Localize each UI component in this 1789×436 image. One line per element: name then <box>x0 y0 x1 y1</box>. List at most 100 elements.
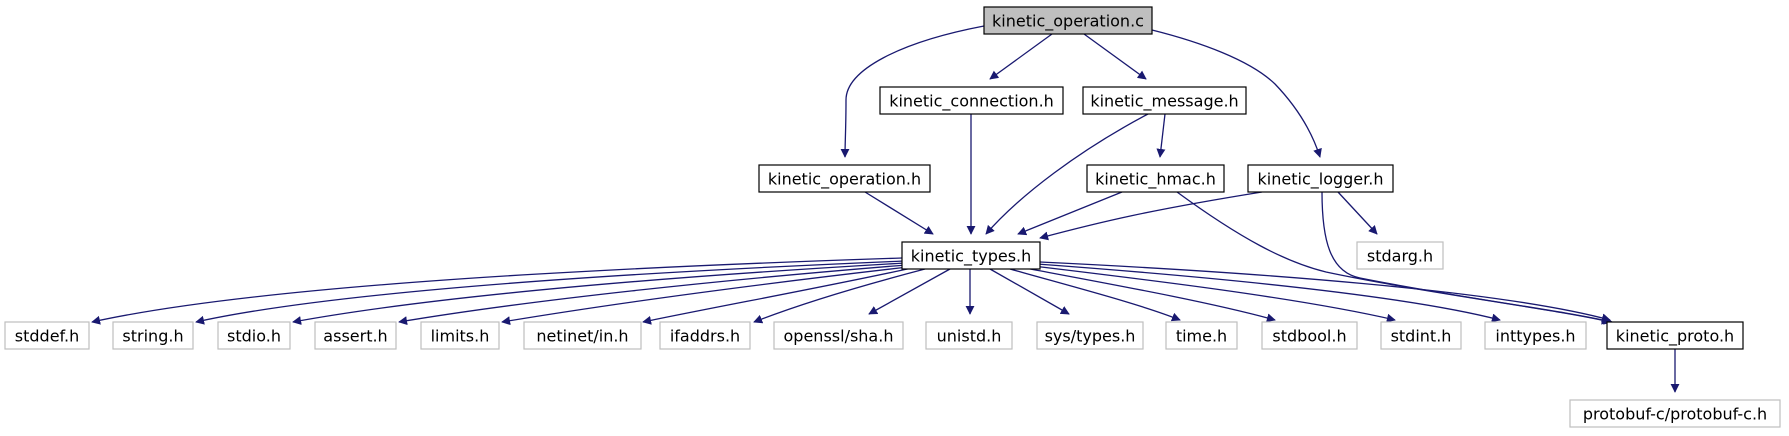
node-label: kinetic_logger.h <box>1258 170 1384 190</box>
node-label: stdbool.h <box>1272 327 1346 346</box>
node-box[interactable] <box>773 321 904 350</box>
node-label: kinetic_types.h <box>911 247 1032 267</box>
edge-kinetic-types-h-to-stdio-h <box>292 262 906 325</box>
edge-kinetic-types-h-to-inttypes-h <box>1036 263 1501 323</box>
edges-layer <box>91 25 1680 393</box>
node-box[interactable] <box>1036 321 1144 350</box>
node-box[interactable] <box>901 241 1041 270</box>
node-sys-types-h[interactable]: sys/types.h <box>1036 321 1144 350</box>
node-box[interactable] <box>1247 164 1394 193</box>
node-label: kinetic_operation.h <box>768 170 921 190</box>
node-box[interactable] <box>1261 321 1358 350</box>
node-box[interactable] <box>112 321 194 350</box>
edge-kinetic-types-h-to-limits-h <box>501 266 909 326</box>
node-label: netinet/in.h <box>536 327 628 346</box>
edge-kinetic-operation-c-to-kinetic-message-h <box>1083 33 1147 80</box>
node-kinetic-proto-h[interactable]: kinetic_proto.h <box>1606 321 1744 350</box>
node-box[interactable] <box>1569 399 1781 428</box>
node-box[interactable] <box>1356 241 1444 270</box>
node-box[interactable] <box>420 321 500 350</box>
edge-kinetic-types-h-to-netinet-in-h <box>642 267 913 325</box>
node-label: kinetic_hmac.h <box>1095 170 1216 190</box>
node-kinetic-logger-h[interactable]: kinetic_logger.h <box>1247 164 1394 193</box>
node-stdio-h[interactable]: stdio.h <box>217 321 291 350</box>
node-box[interactable] <box>314 321 397 350</box>
node-label: kinetic_message.h <box>1090 92 1238 112</box>
edge-kinetic-types-h-to-openssl-sha-h <box>868 268 951 315</box>
node-box[interactable] <box>1082 86 1247 115</box>
edge-kinetic-types-h-to-string-h <box>195 260 905 325</box>
node-box[interactable] <box>983 6 1153 35</box>
node-unistd-h[interactable]: unistd.h <box>925 321 1013 350</box>
node-box[interactable] <box>217 321 291 350</box>
edge-kinetic-operation-c-to-kinetic-logger-h <box>1151 29 1322 158</box>
node-label: sys/types.h <box>1045 327 1136 346</box>
node-box[interactable] <box>1606 321 1744 350</box>
node-label: kinetic_operation.c <box>992 12 1144 32</box>
node-time-h[interactable]: time.h <box>1165 321 1238 350</box>
node-stdarg-h[interactable]: stdarg.h <box>1356 241 1444 270</box>
node-box[interactable] <box>1380 321 1462 350</box>
node-kinetic-types-h[interactable]: kinetic_types.h <box>901 241 1041 270</box>
node-box[interactable] <box>1165 321 1238 350</box>
node-box[interactable] <box>659 321 751 350</box>
edge-kinetic-types-h-to-time-h <box>1009 268 1181 322</box>
node-label: stdio.h <box>227 327 281 346</box>
edge-kinetic-types-h-to-stdbool-h <box>1024 267 1276 323</box>
node-label: limits.h <box>431 327 490 346</box>
node-label: assert.h <box>323 327 387 346</box>
node-stdint-h[interactable]: stdint.h <box>1380 321 1462 350</box>
edge-kinetic-types-h-to-assert-h <box>398 264 907 326</box>
node-label: stdint.h <box>1391 327 1452 346</box>
node-box[interactable] <box>925 321 1013 350</box>
edge-kinetic-operation-h-to-kinetic-types-h <box>864 191 934 235</box>
node-box[interactable] <box>1484 321 1587 350</box>
node-box[interactable] <box>879 86 1064 115</box>
node-label: ifaddrs.h <box>670 327 740 346</box>
edge-kinetic-message-h-to-kinetic-hmac-h <box>1156 113 1166 158</box>
node-kinetic-message-h[interactable]: kinetic_message.h <box>1082 86 1247 115</box>
node-label: stddef.h <box>15 327 79 346</box>
node-label: protobuf-c/protobuf-c.h <box>1583 405 1767 424</box>
node-box[interactable] <box>523 321 642 350</box>
node-label: kinetic_connection.h <box>889 92 1054 112</box>
edge-kinetic-message-h-to-kinetic-types-h <box>985 113 1149 235</box>
node-limits-h[interactable]: limits.h <box>420 321 500 350</box>
node-box[interactable] <box>4 321 90 350</box>
node-inttypes-h[interactable]: inttypes.h <box>1484 321 1587 350</box>
node-label: inttypes.h <box>1495 327 1575 346</box>
edge-kinetic-logger-h-to-kinetic-proto-h <box>1321 191 1613 325</box>
node-stdbool-h[interactable]: stdbool.h <box>1261 321 1358 350</box>
node-label: unistd.h <box>937 327 1002 346</box>
node-ifaddrs-h[interactable]: ifaddrs.h <box>659 321 751 350</box>
node-string-h[interactable]: string.h <box>112 321 194 350</box>
node-openssl-sha-h[interactable]: openssl/sha.h <box>773 321 904 350</box>
edge-kinetic-logger-h-to-stdarg-h <box>1337 191 1378 235</box>
node-assert-h[interactable]: assert.h <box>314 321 397 350</box>
node-label: kinetic_proto.h <box>1616 327 1734 347</box>
node-netinet-in-h[interactable]: netinet/in.h <box>523 321 642 350</box>
node-box[interactable] <box>758 164 931 193</box>
node-protobuf-c-h[interactable]: protobuf-c/protobuf-c.h <box>1569 399 1781 428</box>
node-label: openssl/sha.h <box>784 327 894 346</box>
node-box[interactable] <box>1086 164 1225 193</box>
node-kinetic-operation-c[interactable]: kinetic_operation.c <box>983 6 1153 35</box>
edge-kinetic-types-h-to-ifaddrs-h <box>753 268 926 324</box>
node-stddef-h[interactable]: stddef.h <box>4 321 90 350</box>
edge-kinetic-operation-c-to-kinetic-connection-h <box>989 33 1053 80</box>
node-kinetic-operation-h[interactable]: kinetic_operation.h <box>758 164 931 193</box>
edge-kinetic-operation-c-to-kinetic-operation-h <box>840 25 985 158</box>
edge-kinetic-types-h-to-stdint-h <box>1032 265 1396 323</box>
edge-kinetic-logger-h-to-kinetic-types-h <box>1039 191 1263 241</box>
edge-kinetic-hmac-h-to-kinetic-types-h <box>1017 191 1123 236</box>
node-label: string.h <box>122 327 183 346</box>
node-kinetic-connection-h[interactable]: kinetic_connection.h <box>879 86 1064 115</box>
node-label: time.h <box>1176 327 1227 346</box>
node-label: stdarg.h <box>1367 247 1433 266</box>
node-kinetic-hmac-h[interactable]: kinetic_hmac.h <box>1086 164 1225 193</box>
edge-kinetic-types-h-to-kinetic-proto-h <box>1039 261 1611 323</box>
edge-kinetic-types-h-to-sys-types-h <box>989 268 1070 315</box>
edge-kinetic-types-h-to-stddef-h <box>91 257 903 325</box>
